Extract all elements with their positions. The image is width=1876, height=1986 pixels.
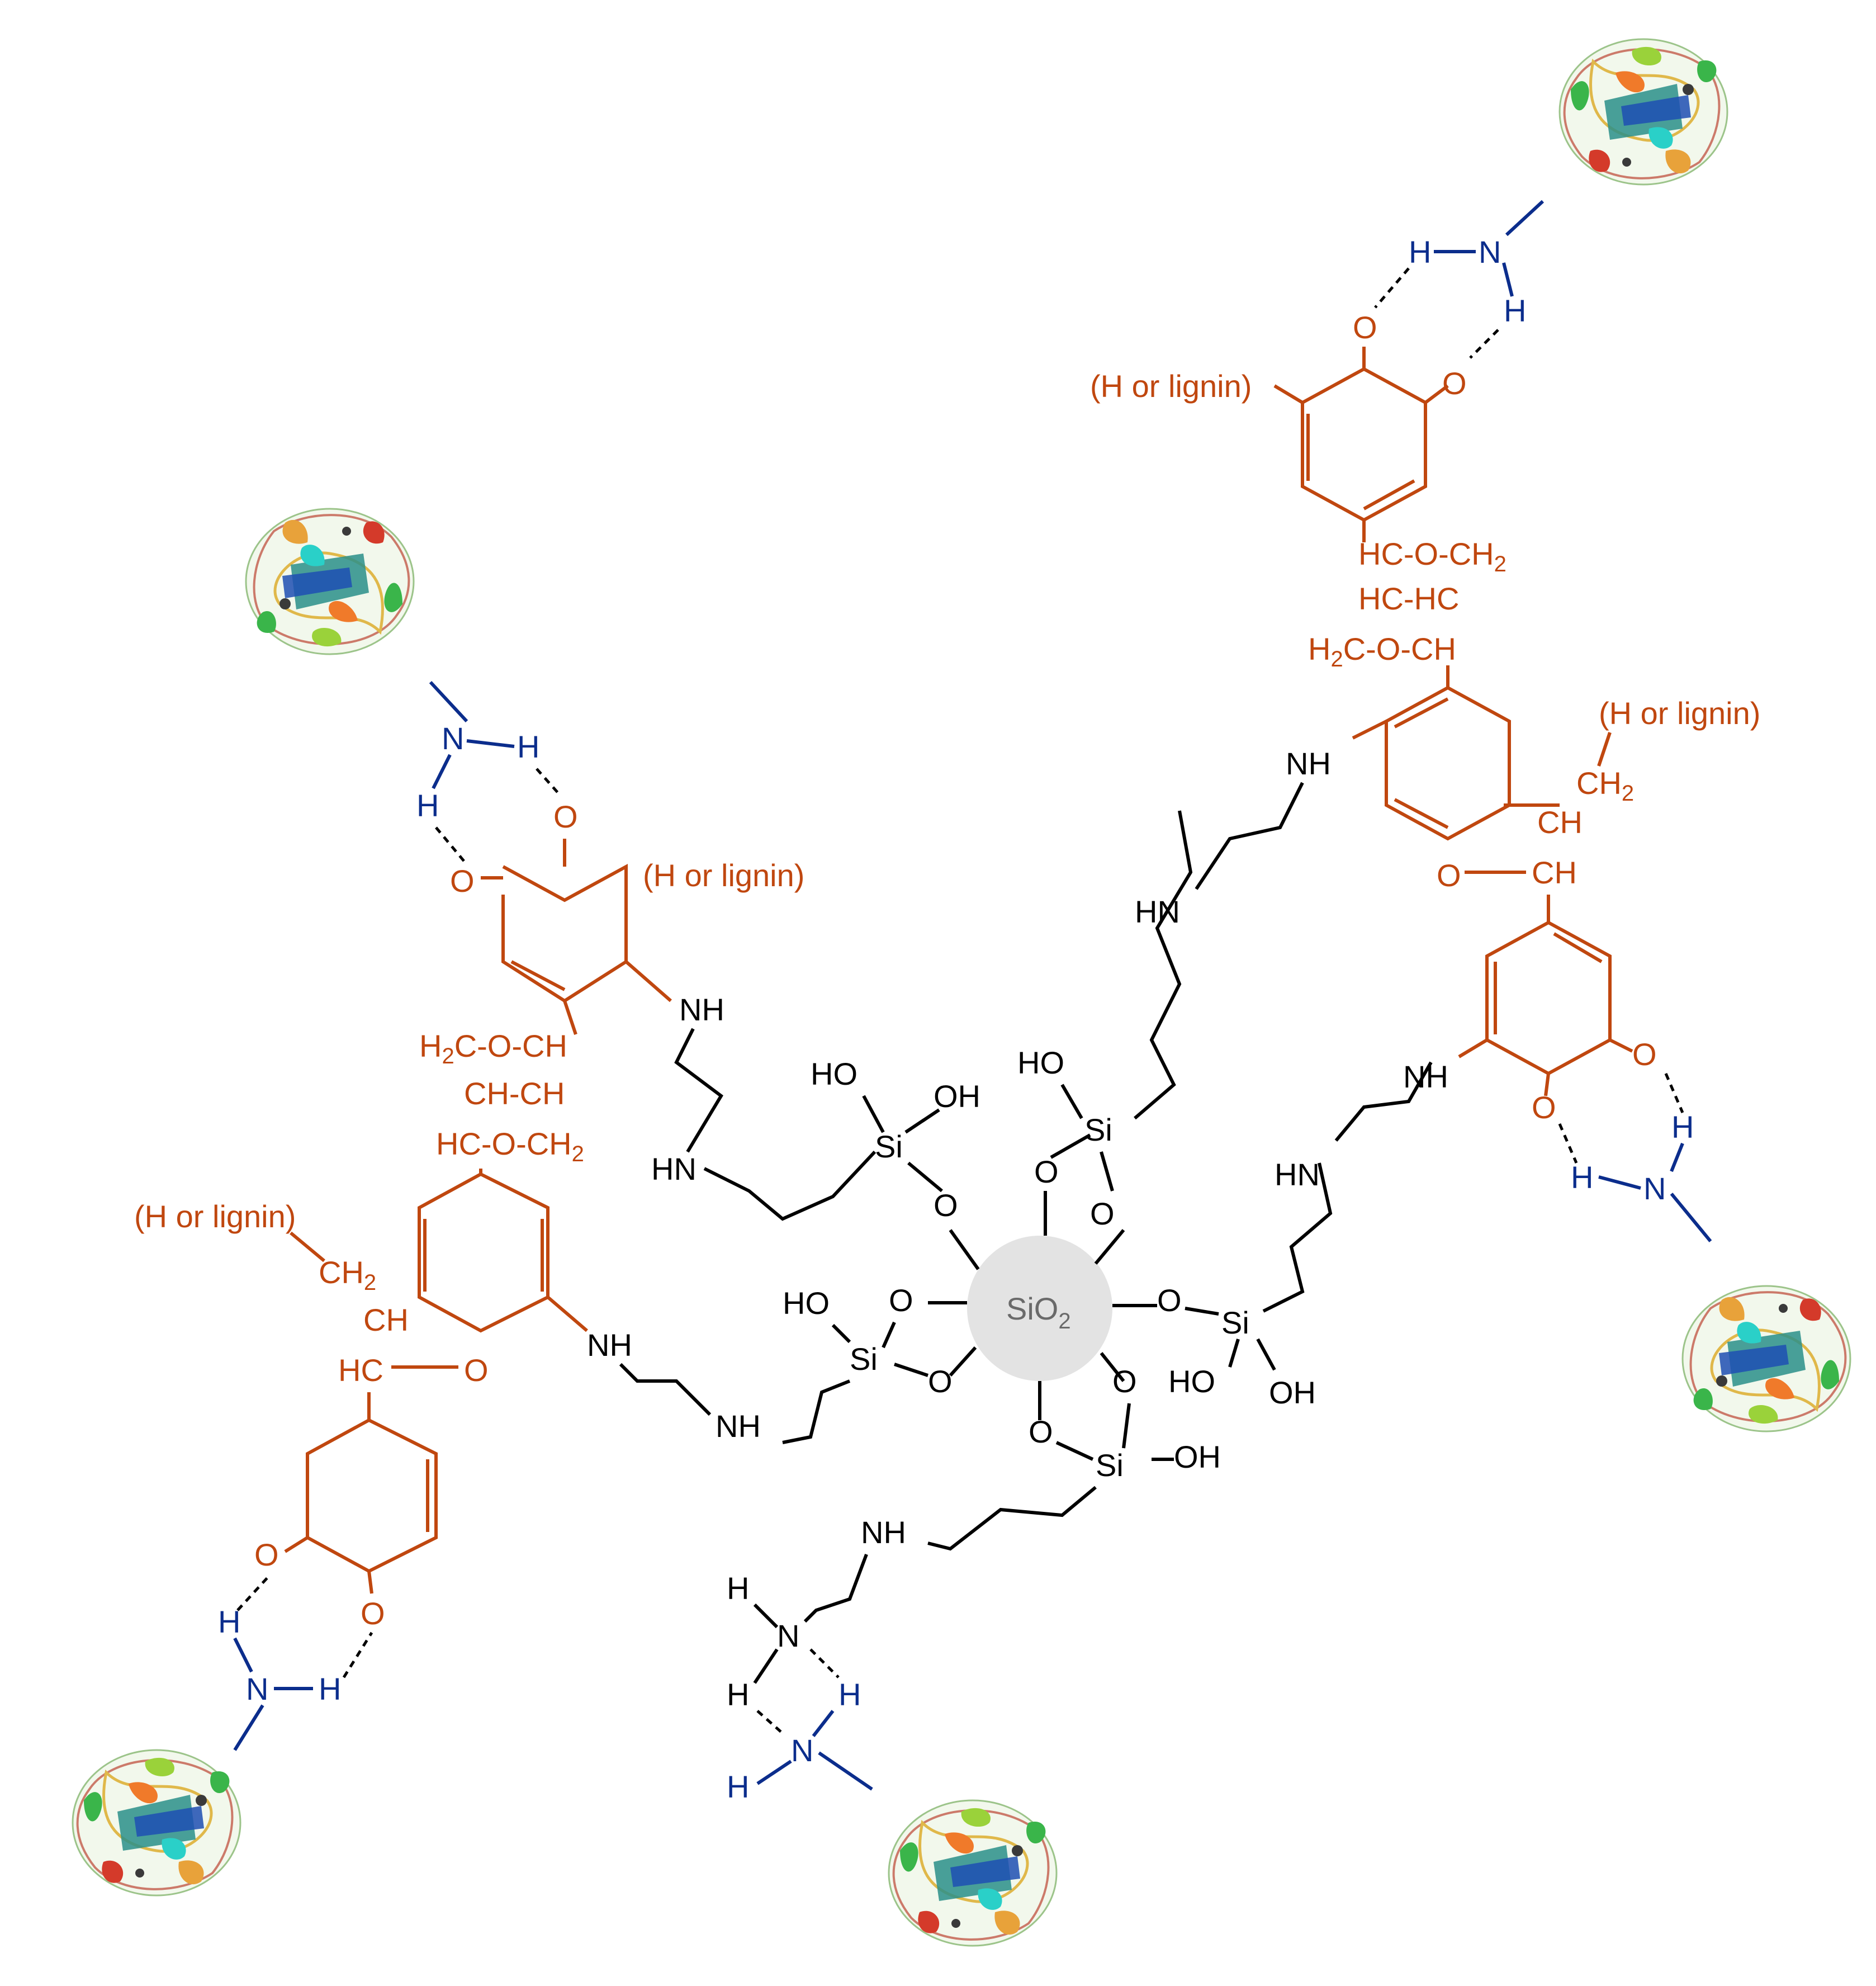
amine-group: HN bbox=[1135, 894, 1180, 929]
enzyme-hydrogen: H bbox=[218, 1604, 240, 1639]
hydroxyl-group: OH bbox=[1269, 1375, 1316, 1410]
oxygen-atom: O bbox=[934, 1188, 958, 1223]
enzyme-nitrogen: N bbox=[246, 1671, 268, 1706]
linker-group-1: H2C-O-CH bbox=[419, 1028, 567, 1068]
ch2-group: CH2 bbox=[1576, 765, 1634, 806]
enzyme-hydrogen: H bbox=[517, 729, 539, 764]
silane-left: O O Si HO NH NH bbox=[587, 1283, 953, 1444]
hydrogen-atom: H bbox=[727, 1571, 749, 1606]
quinone-unit-upper-left: O O (H or lignin) H2C-O-CH CH-CH HC-O-CH… bbox=[134, 799, 804, 1631]
enzyme-left bbox=[246, 509, 414, 654]
enzyme-hydrogen: H bbox=[838, 1677, 861, 1712]
enzyme-hydrogen: H bbox=[416, 788, 439, 823]
enzyme-bottom-center bbox=[889, 1800, 1057, 1946]
ch2-group: CH2 bbox=[319, 1255, 376, 1295]
amine-group: NH bbox=[1403, 1059, 1448, 1094]
ch-group: CH bbox=[363, 1302, 409, 1337]
hydroxyl-group: OH bbox=[934, 1079, 980, 1114]
silicon-atom: Si bbox=[850, 1341, 878, 1377]
linker-group-1: HC-O-CH2 bbox=[1358, 536, 1507, 576]
hydroxyl-group: HO bbox=[1017, 1045, 1064, 1080]
quinone-oxygen: O bbox=[254, 1537, 279, 1572]
enzyme-hydrogen: H bbox=[1571, 1160, 1593, 1195]
amine-group: HN bbox=[1275, 1157, 1320, 1192]
enzyme-nitrogen: N bbox=[442, 721, 464, 756]
hc-group: HC bbox=[338, 1353, 383, 1388]
substituent-label: (H or lignin) bbox=[643, 858, 804, 893]
ch-group: CH bbox=[1532, 855, 1577, 890]
amine-group: HN bbox=[651, 1151, 697, 1186]
hydroxyl-group: HO bbox=[811, 1056, 858, 1091]
substituent-label: (H or lignin) bbox=[1599, 696, 1760, 731]
silicon-atom: Si bbox=[1084, 1112, 1112, 1147]
enzyme-nitrogen: N bbox=[1479, 234, 1501, 269]
substituent-label: (H or lignin) bbox=[134, 1199, 296, 1234]
hydrogen-atom: H bbox=[727, 1677, 749, 1712]
silane-upper-left: O Si HO OH HN NH bbox=[651, 992, 980, 1223]
enzyme-hydrogen: H bbox=[1671, 1109, 1694, 1145]
enzyme-nitrogen: N bbox=[1643, 1171, 1666, 1206]
hydroxyl-group: OH bbox=[1174, 1439, 1221, 1474]
silane-lower: O O Si OH NH N H H bbox=[727, 1364, 1221, 1734]
enzyme-link-upper-right: H N H bbox=[1374, 200, 1545, 359]
enzyme-nitrogen: N bbox=[791, 1733, 813, 1768]
oxygen-atom: O bbox=[1157, 1283, 1182, 1318]
oxygen-atom: O bbox=[1112, 1364, 1137, 1399]
enzyme-hydrogen: H bbox=[319, 1671, 341, 1706]
oxygen-atom: O bbox=[1034, 1154, 1059, 1189]
amine-group: NH bbox=[716, 1408, 761, 1444]
core-bonds bbox=[928, 1191, 1157, 1420]
amine-group: NH bbox=[587, 1327, 632, 1363]
quinone-oxygen: O bbox=[450, 863, 475, 899]
substituent-label: (H or lignin) bbox=[1090, 368, 1252, 404]
enzyme-link-right: H H N bbox=[1558, 1073, 1712, 1242]
linker-group-2: HC-HC bbox=[1358, 581, 1459, 616]
enzyme-link-bottom: H N H bbox=[727, 1677, 873, 1804]
ch-group: CH bbox=[1537, 805, 1583, 840]
silicon-atom: Si bbox=[875, 1129, 903, 1164]
enzyme-hydrogen: H bbox=[727, 1769, 749, 1804]
linker-group-3: HC-O-CH2 bbox=[436, 1126, 584, 1166]
silicon-atom: Si bbox=[1096, 1448, 1124, 1483]
quinone-oxygen: O bbox=[361, 1596, 385, 1631]
enzyme-bottom-left bbox=[73, 1750, 240, 1895]
amine-group: NH bbox=[679, 992, 724, 1027]
quinone-oxygen: O bbox=[1353, 310, 1377, 345]
enzyme-hydrogen: H bbox=[1409, 234, 1431, 269]
quinone-unit-upper-right: O O (H or lignin) HC-O-CH2 HC-HC H2C-O-C… bbox=[1090, 310, 1760, 1125]
sio2-label: SiO2 bbox=[1006, 1291, 1071, 1334]
enzyme-link-lower-left: H N H bbox=[218, 1576, 373, 1751]
ether-oxygen: O bbox=[464, 1353, 489, 1388]
silane-upper-center: O O Si HO HN NH bbox=[1017, 746, 1331, 1231]
oxygen-atom: O bbox=[928, 1364, 953, 1399]
enzyme-hydrogen: H bbox=[1504, 293, 1526, 328]
oxygen-atom: O bbox=[1029, 1414, 1053, 1449]
linker-group-3: H2C-O-CH bbox=[1308, 631, 1456, 672]
silane-right: O Si HO OH HN NH bbox=[1157, 1059, 1448, 1410]
enzyme-right bbox=[1683, 1286, 1850, 1431]
oxygen-atom: O bbox=[889, 1283, 913, 1318]
enzyme-link-upper-left: N H H bbox=[416, 680, 560, 862]
hydroxyl-group: HO bbox=[783, 1285, 830, 1321]
quinone-oxygen: O bbox=[553, 799, 578, 834]
amine-group: NH bbox=[1286, 746, 1331, 781]
enzyme-top-right bbox=[1560, 39, 1727, 185]
hydroxyl-group: HO bbox=[1168, 1364, 1215, 1399]
ether-oxygen: O bbox=[1437, 858, 1461, 893]
silicon-atom: Si bbox=[1221, 1305, 1249, 1340]
nitrogen-atom: N bbox=[777, 1618, 799, 1653]
quinone-oxygen: O bbox=[1532, 1090, 1556, 1125]
oxygen-atom: O bbox=[1090, 1196, 1115, 1231]
sio2-core: SiO2 bbox=[967, 1236, 1112, 1381]
linker-group-2: CH-CH bbox=[464, 1076, 565, 1111]
quinone-oxygen: O bbox=[1442, 366, 1467, 401]
quinone-oxygen: O bbox=[1632, 1037, 1657, 1072]
amine-group: NH bbox=[861, 1515, 906, 1550]
